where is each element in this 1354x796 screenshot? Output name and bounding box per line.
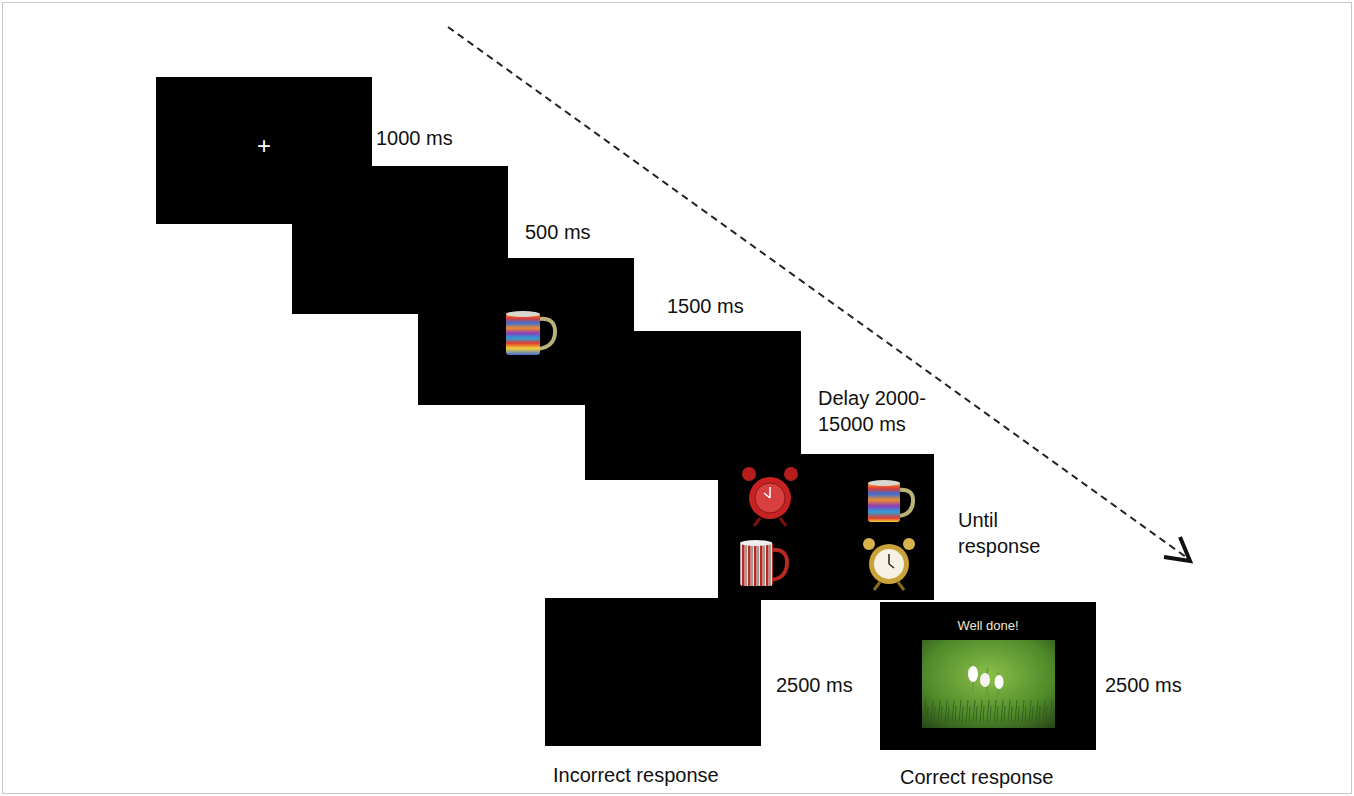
fixation-cross: + [254,133,274,159]
timing-label: 2500 ms [1105,672,1215,698]
trial-screen: Until response [718,454,934,600]
choice-objects [718,454,934,600]
timing-label: 1500 ms [667,293,777,319]
timing-label: Until response [958,507,1063,559]
feedback-text: Well done! [918,618,1058,634]
trial-screen: 2500 msIncorrect response [545,598,761,746]
timing-label: Correct response [900,764,1100,790]
timing-label: Delay 2000-15000 ms [818,385,968,437]
timing-label: 2500 ms [776,672,886,698]
timing-label: Incorrect response [553,762,753,788]
timing-label: 1000 ms [376,125,496,151]
trial-screen: Well done!2500 msCorrect response [880,602,1096,750]
timing-label: 500 ms [525,219,635,245]
